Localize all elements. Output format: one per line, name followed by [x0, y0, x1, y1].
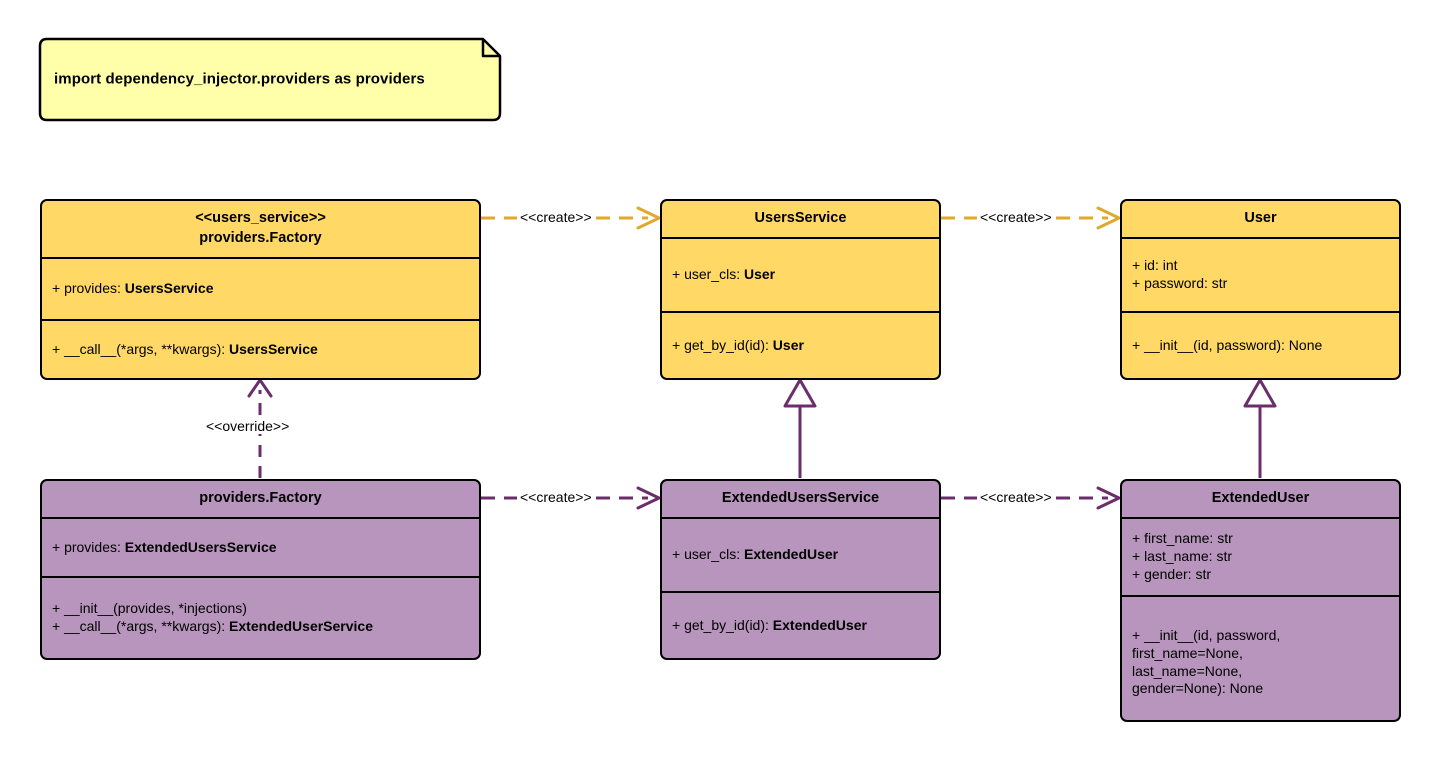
- attribute-row: + first_name: str: [1132, 530, 1233, 547]
- class-name: providers.Factory: [199, 490, 322, 507]
- class-methods-users-service-factory: + __call__(*args, **kwargs): UsersServic…: [42, 319, 479, 378]
- attribute-text: + user_cls:: [672, 546, 744, 563]
- class-methods-extended-user: + __init__(id, password, first_name=None…: [1122, 595, 1399, 720]
- edge-label-create-user: <<create>>: [977, 209, 1055, 226]
- edge-label-override-factory: <<override>>: [203, 418, 293, 435]
- method-type: ExtendedUser: [772, 616, 867, 633]
- method-row: + __call__(*args, **kwargs): UsersServic…: [52, 341, 469, 359]
- class-methods-users-service: + get_by_id(id): User: [662, 311, 939, 378]
- class-attributes-user: + id: int + password: str: [1122, 239, 1399, 311]
- class-name: User: [1244, 210, 1277, 227]
- attribute-row: + password: str: [1132, 275, 1228, 291]
- method-text: + get_by_id(id):: [672, 336, 773, 353]
- class-attributes-extended-users-service: + user_cls: ExtendedUser: [662, 519, 939, 591]
- class-methods-user: + __init__(id, password): None: [1122, 311, 1399, 378]
- attribute-type: UsersService: [124, 280, 214, 297]
- class-header-extended-users-service: ExtendedUsersService: [662, 481, 939, 519]
- import-note-text: import dependency_injector.providers as …: [54, 70, 425, 88]
- class-name: UsersService: [754, 210, 847, 227]
- attribute-row: + gender: str: [1132, 565, 1211, 582]
- attribute-text: + provides:: [52, 280, 125, 297]
- attribute-row: + last_name: str: [1132, 548, 1232, 565]
- attribute-row: + id: int: [1132, 257, 1178, 274]
- method-row: + __init__(provides, *injections): [52, 600, 247, 617]
- connector-generalization-users-service: [783, 378, 817, 478]
- class-attributes-extended-user: + first_name: str + last_name: str + gen…: [1122, 519, 1399, 595]
- attribute-row: + provides: UsersService: [52, 280, 469, 298]
- class-name: ExtendedUser: [1211, 490, 1310, 507]
- class-attributes-users-service: + user_cls: User: [662, 239, 939, 311]
- class-methods-extended-users-service: + get_by_id(id): ExtendedUser: [662, 591, 939, 658]
- class-stereotype: <<users_service>>: [195, 210, 326, 227]
- class-header-user: User: [1122, 201, 1399, 239]
- method-row: last_name=None,: [1132, 662, 1243, 679]
- class-box-user[interactable]: User + id: int + password: str + __init_…: [1120, 199, 1401, 380]
- method-type: ExtendedUserService: [229, 618, 373, 634]
- class-attributes-extended-users-service-factory: + provides: ExtendedUsersService: [42, 519, 479, 576]
- method-row: + __init__(id, password,: [1132, 626, 1281, 643]
- class-header-extended-users-service-factory: providers.Factory: [42, 481, 479, 519]
- class-header-users-service-factory: <<users_service>> providers.Factory: [42, 201, 479, 259]
- class-box-extended-users-service-factory[interactable]: providers.Factory + provides: ExtendedUs…: [40, 479, 481, 660]
- method-type: UsersService: [229, 340, 318, 357]
- attribute-text: + provides:: [52, 538, 125, 555]
- class-methods-extended-users-service-factory: + __init__(provides, *injections) + __ca…: [42, 576, 479, 658]
- attribute-type: ExtendedUsersService: [124, 538, 277, 555]
- edge-label-create-extended-users-service: <<create>>: [517, 489, 595, 506]
- attribute-type: User: [743, 266, 776, 283]
- class-box-extended-user[interactable]: ExtendedUser + first_name: str + last_na…: [1120, 479, 1401, 722]
- attribute-row: + provides: ExtendedUsersService: [52, 539, 469, 557]
- class-attributes-users-service-factory: + provides: UsersService: [42, 259, 479, 319]
- attribute-text: + user_cls:: [672, 266, 744, 283]
- class-name: providers.Factory: [199, 230, 322, 246]
- attribute-row: + user_cls: User: [672, 266, 929, 284]
- attribute-type: ExtendedUser: [743, 546, 839, 563]
- edge-label-create-extended-user: <<create>>: [977, 489, 1055, 506]
- class-box-extended-users-service[interactable]: ExtendedUsersService + user_cls: Extende…: [660, 479, 941, 660]
- method-text: + get_by_id(id):: [672, 616, 773, 633]
- class-name: ExtendedUsersService: [721, 490, 880, 507]
- method-row: first_name=None,: [1132, 644, 1243, 661]
- class-box-users-service[interactable]: UsersService + user_cls: User + get_by_i…: [660, 199, 941, 380]
- edge-label-create-users-service: <<create>>: [517, 209, 595, 226]
- class-header-users-service: UsersService: [662, 201, 939, 239]
- attribute-row: + user_cls: ExtendedUser: [672, 546, 929, 564]
- method-row: + __call__(*args, **kwargs): ExtendedUse…: [52, 618, 469, 636]
- class-box-users-service-factory[interactable]: <<users_service>> providers.Factory + pr…: [40, 199, 481, 380]
- class-header-extended-user: ExtendedUser: [1122, 481, 1399, 519]
- method-row: + get_by_id(id): User: [672, 337, 929, 355]
- import-note: import dependency_injector.providers as …: [40, 39, 500, 120]
- method-row: + get_by_id(id): ExtendedUser: [672, 617, 929, 635]
- method-text: + __call__(*args, **kwargs):: [52, 340, 230, 357]
- method-text: + __call__(*args, **kwargs):: [52, 618, 230, 634]
- method-type: User: [772, 336, 804, 353]
- method-row: gender=None): None: [1132, 680, 1264, 697]
- connector-generalization-user: [1243, 378, 1277, 478]
- method-row: + __init__(id, password): None: [1132, 336, 1323, 353]
